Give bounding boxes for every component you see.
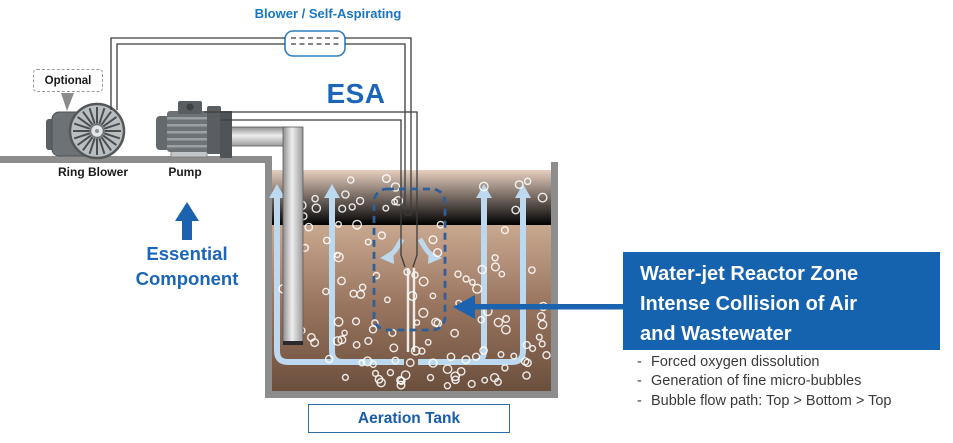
list-item: - Forced oxygen dissolution — [633, 353, 949, 372]
aeration-tank-label: Aeration Tank — [308, 404, 510, 433]
callout-bullet-list: - Forced oxygen dissolution - Generation… — [633, 353, 949, 411]
reactor-zone-outline — [372, 187, 447, 332]
ring-blower-label: Ring Blower — [57, 165, 128, 179]
callout-title-line2: Intense Collision of Air — [640, 293, 858, 315]
optional-tag: Optional — [33, 69, 103, 92]
bullet-text: Forced oxygen dissolution — [651, 354, 820, 370]
essential-component-line2: Component — [135, 268, 239, 289]
list-item: - Generation of fine micro-bubbles — [633, 372, 949, 391]
bullet-text: Generation of fine micro-bubbles — [651, 373, 862, 390]
bubble-flow-paths — [274, 196, 526, 365]
jet-bubble — [403, 268, 411, 276]
essential-component-label: Essential Component — [127, 241, 247, 291]
pump-suction-pipe — [217, 126, 304, 345]
esa-label: ESA — [326, 78, 386, 109]
callout-arrow-icon — [453, 295, 623, 319]
ring-blower-icon — [46, 102, 126, 160]
optional-pointer-icon — [61, 93, 74, 111]
bullet-text: Bubble flow path: Top > Bottom > Top — [651, 392, 892, 409]
ground-line — [0, 156, 272, 163]
air-pipes — [110, 37, 412, 216]
essential-component-line1: Essential — [146, 243, 228, 264]
bullet-dash: - — [637, 354, 642, 370]
up-arrow-icon — [269, 184, 531, 198]
bullet-dash: - — [637, 373, 642, 390]
bubbles — [278, 174, 551, 390]
water-jet-stream — [406, 268, 416, 352]
callout-title-line3: and Wastewater — [640, 323, 792, 345]
callout-title-box: Water-jet Reactor Zone Intense Collision… — [623, 252, 940, 350]
bullet-dash: - — [637, 392, 642, 409]
blower-self-aspirating-label: Blower / Self-Aspirating — [254, 6, 402, 21]
jet-bubble — [411, 271, 419, 279]
tank-wall-bottom — [265, 391, 558, 398]
pump-icon — [156, 101, 232, 158]
esa-water-pipes — [204, 111, 418, 268]
essential-arrow-icon — [175, 202, 199, 240]
pump-label: Pump — [168, 165, 202, 179]
tank-wall-left — [265, 156, 272, 398]
tank-wall-right — [551, 162, 558, 398]
callout-title-line1: Water-jet Reactor Zone — [640, 263, 859, 285]
list-item: - Bubble flow path: Top > Bottom > Top — [633, 392, 949, 411]
